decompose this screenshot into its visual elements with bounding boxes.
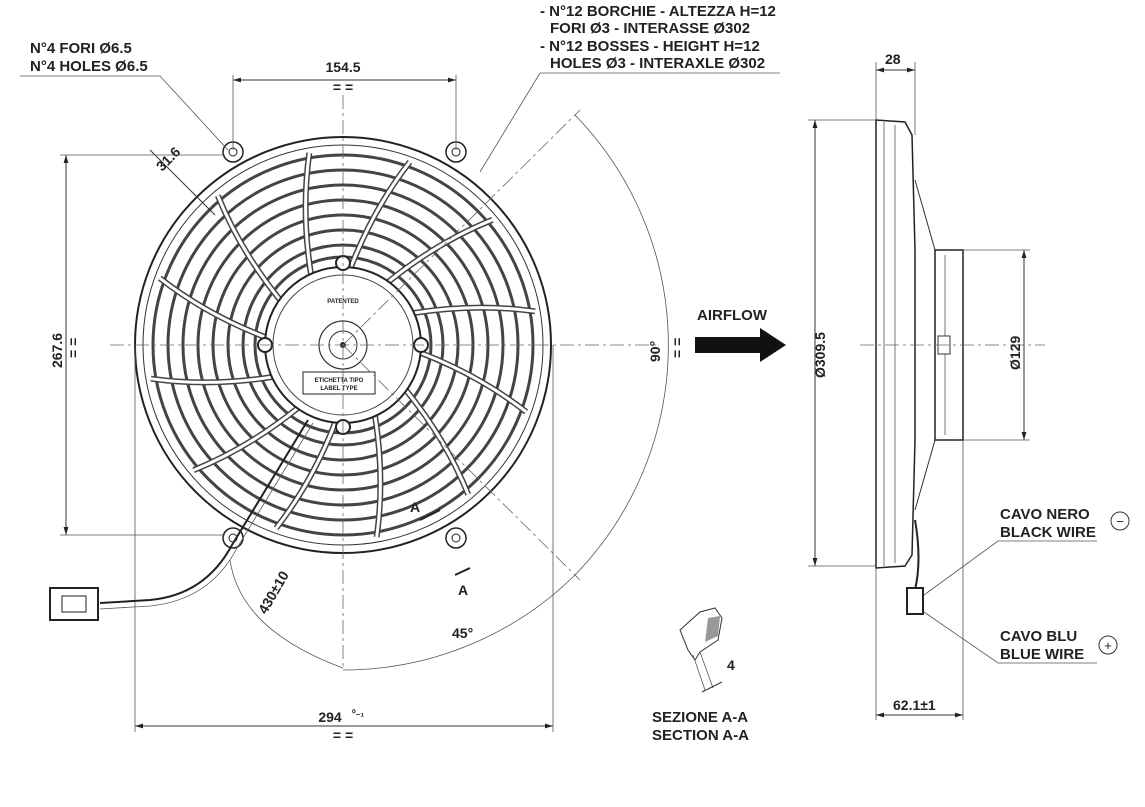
dim-section-width: 4 — [727, 657, 735, 673]
section-title-it: SEZIONE A-A — [652, 709, 748, 726]
blue-wire-leader — [923, 611, 1097, 664]
diagonal-centerline-2 — [342, 344, 581, 581]
equal-mark-bottom: = = — [333, 727, 353, 743]
fan-side-view — [875, 119, 964, 615]
label-type-it: ETICHETTA TIPO — [315, 378, 364, 384]
angle-arc-90 — [574, 114, 669, 576]
holes-note-en: N°4 HOLES Ø6.5 — [30, 58, 148, 75]
positive-icon — [1098, 635, 1118, 655]
bosses-note-it-1: - N°12 BORCHIE - ALTEZZA H=12 — [540, 3, 776, 20]
bosses-leader — [479, 72, 780, 173]
angle-arc-45 — [342, 574, 576, 671]
dim-cable-length: 430±10 — [255, 568, 292, 617]
dim-height: 267.6 — [49, 333, 65, 368]
cable — [99, 419, 309, 604]
equal-mark-left: = = — [65, 338, 81, 358]
bosses-note-en-2: HOLES Ø3 - INTERAXLE Ø302 — [550, 55, 765, 72]
connector — [49, 587, 99, 621]
equal-mark-right: = = — [669, 338, 685, 358]
label-type-en: LABEL TYPE — [320, 386, 357, 392]
dim-line-offset — [149, 149, 216, 216]
blue-wire-label-en: BLUE WIRE — [1000, 646, 1084, 663]
diagonal-centerline — [342, 109, 581, 346]
positive-sign: + — [1104, 638, 1112, 653]
dim-width-tolerance: ⁰₋₁ — [352, 708, 364, 718]
airflow-label: AIRFLOW — [697, 307, 768, 324]
section-mark-a-top: A — [410, 499, 420, 515]
holes-note-it: N°4 FORI Ø6.5 — [30, 40, 132, 57]
dim-width: 294 — [318, 709, 342, 725]
dim-motor-diameter: Ø129 — [1007, 336, 1023, 370]
side-connector — [906, 587, 924, 615]
black-wire-label-it: CAVO NERO — [1000, 506, 1090, 523]
dim-angle-45: 45° — [452, 625, 473, 641]
holes-leader — [20, 75, 229, 151]
dim-diameter: Ø309.5 — [812, 332, 828, 378]
section-mark-a-bottom: A — [458, 582, 468, 598]
bosses-note-it-2: FORI Ø3 - INTERASSE Ø302 — [550, 20, 750, 37]
blue-wire-label-it: CAVO BLU — [1000, 628, 1077, 645]
negative-sign: − — [1116, 514, 1124, 529]
equal-mark-top: = = — [333, 79, 353, 95]
black-wire-label-en: BLACK WIRE — [1000, 524, 1096, 541]
section-title-en: SECTION A-A — [652, 727, 749, 744]
dim-angle-90: 90° — [647, 341, 663, 362]
dim-depth: 62.1±1 — [893, 697, 936, 713]
cable-length-arc — [229, 559, 344, 669]
airflow-arrow-icon — [695, 328, 786, 362]
dim-hole-spacing: 154.5 — [325, 59, 360, 75]
black-wire-leader — [923, 540, 1097, 596]
negative-icon — [1110, 511, 1130, 531]
section-a-a-detail — [679, 607, 723, 693]
mounting-hole — [445, 527, 467, 549]
dim-offset: 31.6 — [153, 143, 184, 174]
bosses-note-en-1: - N°12 BOSSES - HEIGHT H=12 — [540, 38, 760, 55]
dim-thickness: 28 — [885, 51, 901, 67]
label-type-box — [302, 371, 376, 395]
